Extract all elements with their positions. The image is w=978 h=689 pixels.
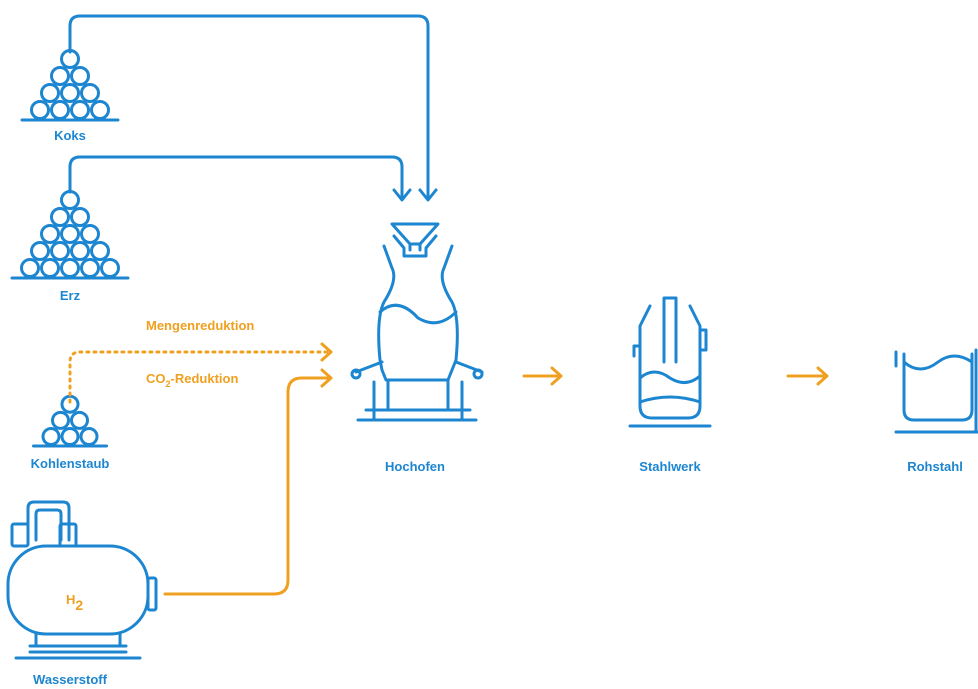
mengenreduktion-arrowhead (320, 342, 333, 362)
rohstahl-ladle-icon (894, 348, 978, 434)
stahlwerk-label: Stahlwerk (639, 459, 701, 474)
wasserstoff-tank-icon (6, 500, 158, 660)
kohlenstaub-pile-icon (32, 394, 108, 448)
hochofen-furnace-icon (350, 222, 484, 422)
stahlwerk-converter-icon (628, 296, 712, 428)
erz-label: Erz (60, 288, 81, 303)
kohlenstaub-label: Kohlenstaub (31, 456, 110, 471)
koks-flow-arrowhead (418, 188, 438, 202)
mengenreduktion-label: Mengenreduktion (146, 318, 254, 333)
co2-reduktion-arrowhead (320, 368, 333, 388)
h2-symbol: H2 (66, 592, 83, 613)
koks-label: Koks (54, 128, 86, 143)
koks-flow-line (68, 14, 430, 200)
stahlwerk-to-rohstahl-arrowhead (816, 366, 829, 386)
wasserstoff-label: Wasserstoff (33, 672, 108, 687)
wasserstoff-flow-line (163, 376, 332, 596)
koks-pile-icon (20, 49, 120, 122)
erz-flow-arrowhead (392, 188, 412, 202)
hochofen-to-stahlwerk-arrowhead (550, 366, 563, 386)
co2-reduktion-label: CO2-Reduktion (146, 371, 238, 389)
erz-pile-icon (10, 190, 130, 280)
erz-flow-line (68, 155, 404, 200)
mengenreduktion-flow-line (68, 350, 332, 404)
hochofen-label: Hochofen (385, 459, 445, 474)
rohstahl-label: Rohstahl (907, 459, 963, 474)
